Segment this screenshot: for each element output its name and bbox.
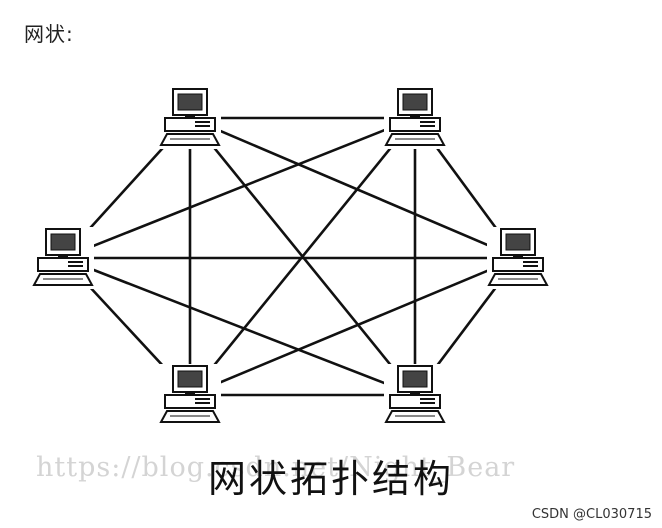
nodes-layer <box>32 87 549 426</box>
link-pc-top-left-to-pc-right <box>189 116 519 260</box>
desktop-computer-icon <box>32 227 94 289</box>
desktop-computer-icon <box>487 227 549 289</box>
desktop-computer-icon <box>384 364 446 426</box>
desktop-computer-icon <box>159 364 221 426</box>
link-pc-right-to-pc-bottom-left <box>189 256 519 397</box>
link-pc-top-right-to-pc-left <box>62 116 416 260</box>
diagram-caption: 网状拓扑结构 <box>207 457 454 501</box>
link-pc-left-to-pc-bottom-right <box>62 256 416 397</box>
desktop-computer-icon <box>159 87 221 149</box>
credit-label: CSDN @CL030715 <box>531 507 652 522</box>
links-layer <box>62 116 520 397</box>
section-heading: 网状: <box>24 22 74 46</box>
link-pc-top-right-to-pc-bottom-left <box>188 117 417 396</box>
watermark-url: https://blog.csdn.net/Night_Bear <box>36 452 516 483</box>
desktop-computer-icon <box>384 87 446 149</box>
